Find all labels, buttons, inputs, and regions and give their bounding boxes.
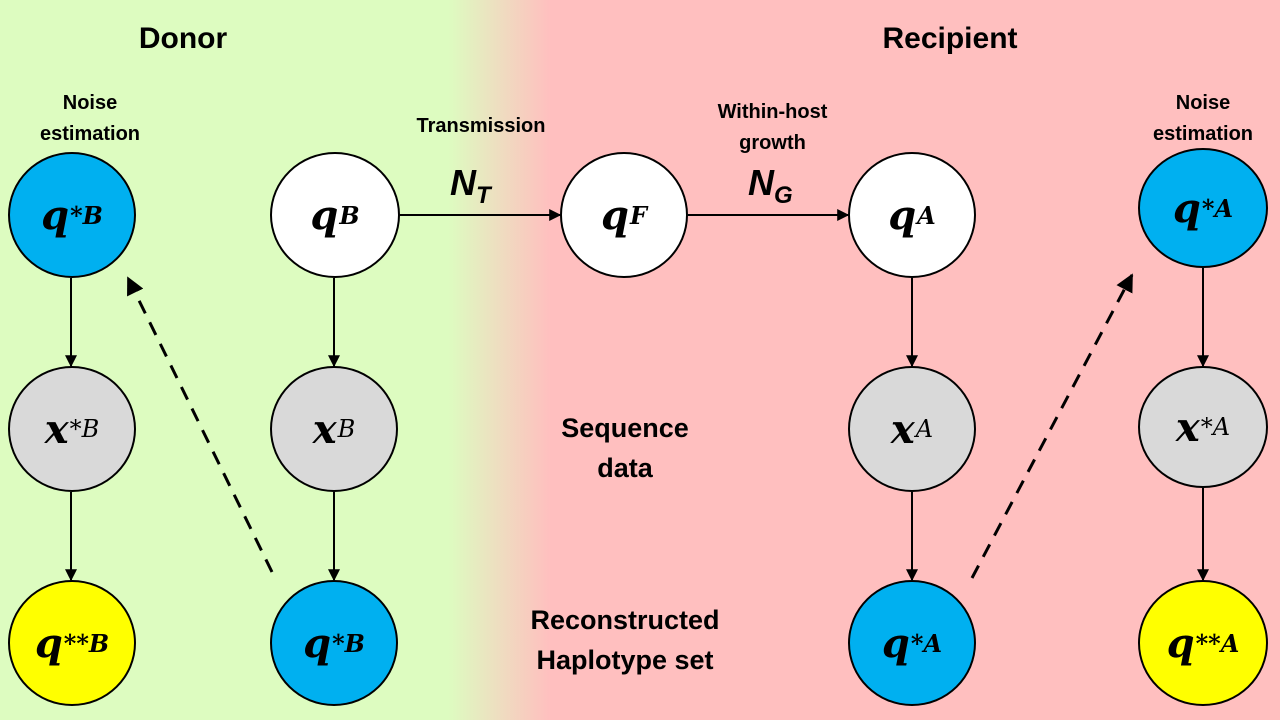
noise-estimation-label-right: Noise estimation bbox=[1152, 92, 1254, 145]
sequence-data-label: Sequence data bbox=[561, 413, 689, 483]
ng-base: N bbox=[748, 162, 774, 203]
within-host-growth-label: Within-host growth bbox=[717, 101, 828, 154]
node-sup: F bbox=[629, 200, 647, 230]
node-sup: *A bbox=[910, 628, 943, 658]
reconstructed-haplotype-label: Reconstructed Haplotype set bbox=[530, 605, 720, 675]
node-base: x bbox=[44, 405, 69, 453]
node-q-star-A-noise: q*A bbox=[1138, 148, 1268, 268]
node-sup: *B bbox=[69, 415, 100, 443]
node-sup: *B bbox=[70, 200, 103, 230]
node-sup: A bbox=[917, 200, 936, 230]
node-x-star-A: x*A bbox=[1138, 366, 1268, 488]
node-base: x bbox=[312, 405, 337, 453]
node-sup: *A bbox=[1200, 413, 1231, 441]
donor-header: Donor bbox=[138, 22, 228, 55]
node-base: q bbox=[1166, 619, 1195, 667]
node-base: q bbox=[888, 191, 917, 239]
node-sup: *A bbox=[1201, 193, 1234, 223]
transmission-bottleneck-param: NT bbox=[450, 162, 491, 210]
node-q-dstar-A: q**A bbox=[1138, 580, 1268, 706]
node-base: x bbox=[1175, 403, 1200, 451]
node-sup: B bbox=[337, 415, 356, 443]
node-q-star-B-noise: q*B bbox=[8, 152, 136, 278]
node-q-star-B-reconstructed: q*B bbox=[270, 580, 398, 706]
node-sup: A bbox=[915, 415, 934, 443]
node-base: q bbox=[303, 619, 332, 667]
node-base: q bbox=[600, 191, 629, 239]
ng-sub: G bbox=[774, 182, 793, 209]
node-base: q bbox=[881, 619, 910, 667]
nt-base: N bbox=[450, 162, 476, 203]
node-base: q bbox=[41, 191, 70, 239]
node-sup: **B bbox=[63, 628, 110, 658]
growth-param: NG bbox=[748, 162, 793, 210]
node-base: q bbox=[1172, 184, 1201, 232]
nt-sub: T bbox=[476, 182, 491, 209]
node-base: q bbox=[34, 619, 63, 667]
node-q-star-A-reconstructed: q*A bbox=[848, 580, 976, 706]
transmission-label: Transmission bbox=[416, 115, 546, 137]
node-base: q bbox=[310, 191, 339, 239]
node-q-dstar-B: q**B bbox=[8, 580, 136, 706]
node-x-star-B: x*B bbox=[8, 366, 136, 492]
node-base: x bbox=[890, 405, 915, 453]
node-sup: **A bbox=[1195, 628, 1240, 658]
node-sup: *B bbox=[332, 628, 365, 658]
node-sup: B bbox=[339, 200, 360, 230]
dashed-edge-right bbox=[970, 273, 1134, 579]
recipient-header: Recipient bbox=[882, 22, 1018, 55]
noise-estimation-label-left: Noise estimation bbox=[39, 92, 141, 145]
dashed-edge-left bbox=[126, 276, 274, 573]
